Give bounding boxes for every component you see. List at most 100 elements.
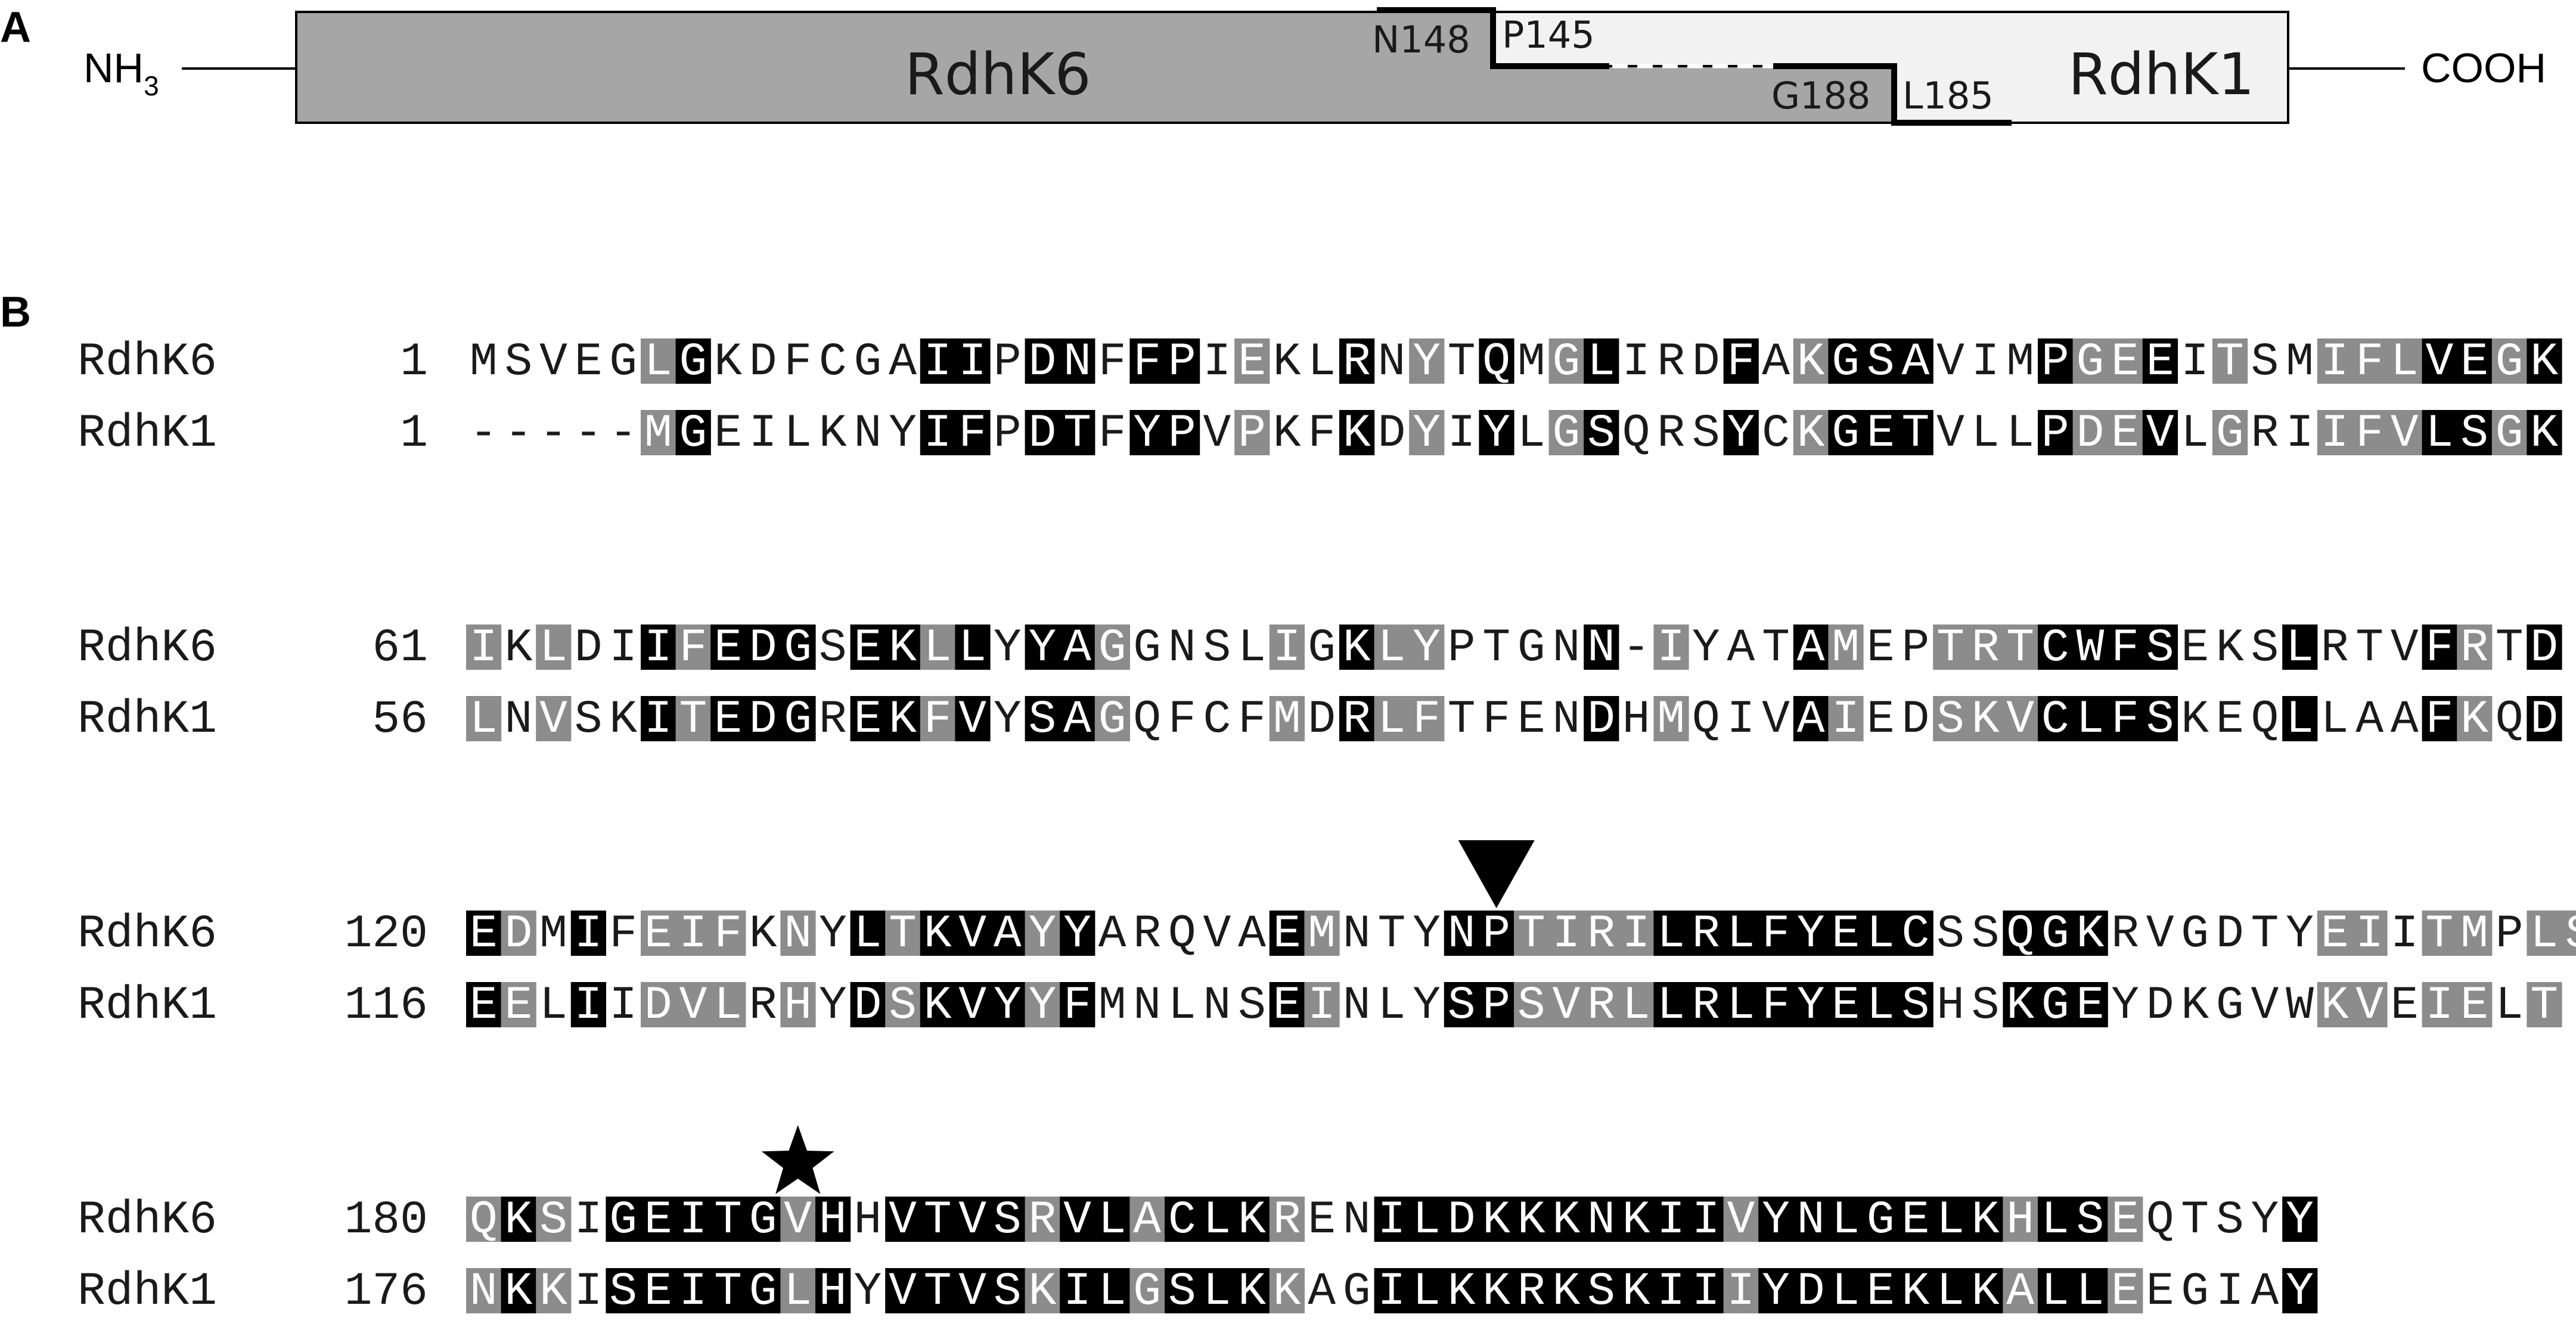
sequence-name: RdhK1 [77,1266,217,1318]
identical-residue-box [1339,338,1375,384]
residue: P [1448,622,1476,675]
residue: F [924,694,952,746]
identical-residue-box [1793,1268,1829,1313]
residue: I [644,694,672,746]
residue: V [2391,622,2419,675]
residue: K [1273,1266,1301,1318]
residue: E [470,908,498,961]
residue: - [539,408,567,460]
residue: Y [889,408,917,460]
residue: K [889,694,917,746]
residue: L [1377,980,1405,1032]
residue: M [1098,980,1126,1032]
identical-residue-box [2072,1197,2108,1242]
residue: N [1343,908,1371,961]
residue: I [609,622,637,675]
identical-residue-box [920,410,955,455]
identical-residue-box [1060,911,1095,956]
residue: K [2321,980,2349,1032]
residue: E [2146,336,2174,389]
residue: F [1063,980,1091,1032]
residue: N [1552,694,1580,746]
similar-residue-box [1548,911,1584,956]
identical-residue-box [920,911,955,956]
residue: I [470,622,498,675]
residue: R [2321,622,2349,675]
residue: I [1832,694,1860,746]
residue: T [2425,908,2453,961]
residue: T [1377,908,1405,961]
residue: V [1063,1194,1091,1247]
residue: I [1448,408,1476,460]
residue: S [575,694,603,746]
residue: T [714,1266,742,1318]
similar-residue-box [536,1268,572,1313]
identical-residue-box [1060,624,1095,670]
identical-residue-box [641,1268,676,1313]
residue: H [1622,694,1650,746]
similar-residue-box [1374,624,1410,670]
residue: M [1657,694,1685,746]
residue: T [1448,336,1476,389]
junction-label-p145: P145 [1502,13,1595,57]
identical-residue-box [2527,624,2562,670]
identical-residue-box [1863,410,1899,455]
identical-residue-box [675,338,711,384]
sequence-start-number: 1 [400,408,428,460]
residue: T [2216,336,2244,389]
residue: K [2216,622,2244,675]
residue: - [1622,622,1650,675]
residue: Y [2286,908,2314,961]
identical-residue-box [1199,1197,1235,1242]
identical-residue-box [850,911,886,956]
residue: R [1972,622,2000,675]
residue: L [924,622,952,675]
identical-residue-box [1828,1197,1864,1242]
residue: P [1482,908,1510,961]
residue: G [1552,336,1580,389]
residue: Y [819,980,847,1032]
residue: P [1168,336,1196,389]
residue: L [2496,980,2524,1032]
identical-residue-box [1479,1197,1514,1242]
residue: D [1028,336,1056,389]
residue: V [539,694,567,746]
residue: V [2391,408,2419,460]
residue: I [924,408,952,460]
residue: K [1552,1266,1580,1318]
similar-residue-box [2387,338,2423,384]
similar-residue-box [920,696,955,741]
identical-residue-box [606,1197,641,1242]
similar-residue-box [466,624,502,670]
residue: I [2321,408,2349,460]
residue: E [644,908,672,961]
identical-residue-box [2422,410,2457,455]
residue: V [2006,694,2034,746]
residue: K [1448,1266,1476,1318]
identical-residue-box [2142,696,2178,741]
residue: F [1762,980,1790,1032]
residue: V [539,336,567,389]
similar-residue-box [1094,624,1130,670]
residue: D [1692,336,1720,389]
residue: T [2006,622,2034,675]
residue: A [1238,908,1266,961]
residue: I [1657,1266,1685,1318]
residue: R [1692,908,1720,961]
residue: E [1901,1194,1929,1247]
residue: V [679,980,707,1032]
identical-residue-box [501,1268,536,1313]
similar-residue-box [641,911,676,956]
residue: S [2146,622,2174,675]
residue: K [924,908,952,961]
residue: L [714,980,742,1032]
residue: R [1657,408,1685,460]
similar-residue-box [675,911,711,956]
residue: M [1832,622,1860,675]
residue: K [1972,1194,2000,1247]
residue: K [2460,694,2488,746]
residue: I [2425,980,2453,1032]
similar-residue-box [1025,911,1060,956]
residue: Y [994,622,1022,675]
residue: Y [1762,1194,1790,1247]
